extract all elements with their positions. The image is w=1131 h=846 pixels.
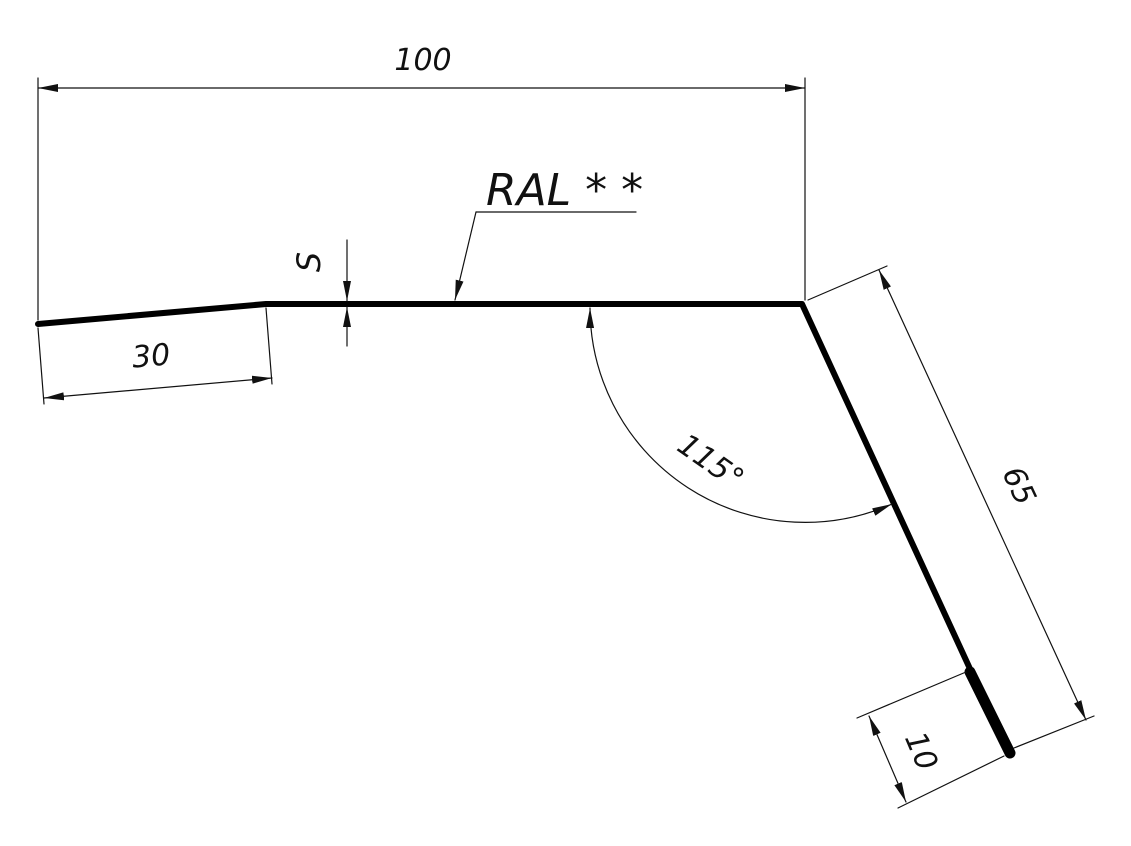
dimension-line-10 (868, 715, 907, 803)
leader-line (454, 211, 477, 301)
thickness-label: S (290, 252, 328, 272)
extension-line-10-top (856, 671, 967, 719)
coating-label: RAL * * (486, 165, 643, 216)
dimension-label-100: 100 (394, 43, 451, 78)
extension-line-10-bottom (897, 755, 1005, 809)
angle-dimension: 115° (586, 307, 893, 523)
extension-line-30-right (265, 307, 273, 385)
extension-line-65-bottom (1013, 715, 1095, 749)
dimension-label-65: 65 (995, 461, 1043, 510)
profile-hem (964, 666, 1016, 759)
dimension-line-30 (43, 375, 273, 401)
dimension-label-10: 10 (897, 727, 944, 776)
profile-outline (35, 301, 1009, 750)
angle-label: 115° (671, 427, 750, 497)
angle-arc (586, 307, 893, 523)
extension-line-65-top (807, 265, 888, 301)
dimension-10: 10 (856, 671, 1005, 809)
dimension-65: 65 (807, 265, 1095, 749)
dimension-label-30: 30 (131, 337, 172, 375)
profile (35, 301, 1016, 759)
dimension-line-65 (878, 269, 1087, 721)
coating-leader: RAL * * (454, 165, 643, 301)
extension-line-30-left (37, 327, 45, 405)
thickness-dimension: S (290, 239, 351, 347)
dimension-30: 30 (37, 307, 273, 405)
dimension-100: 100 (37, 43, 806, 321)
